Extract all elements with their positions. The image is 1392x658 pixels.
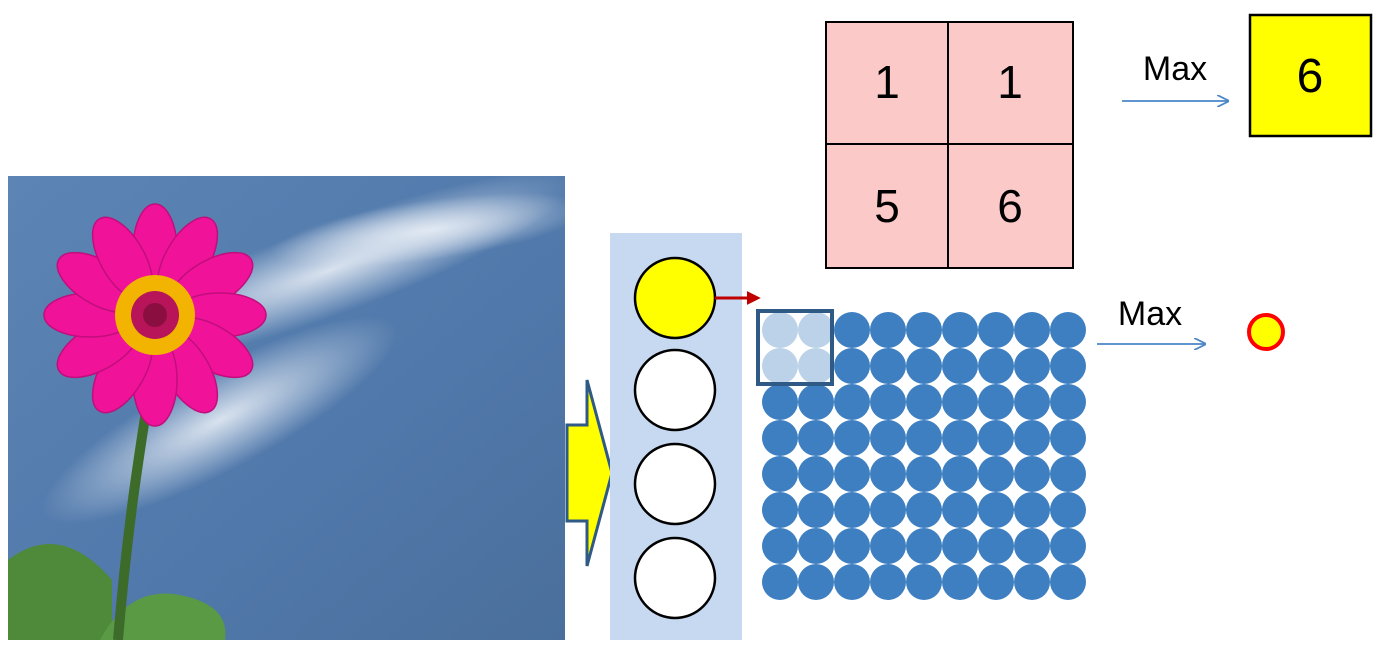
feature-map-dot — [1050, 384, 1086, 420]
feature-map-dot — [1014, 384, 1050, 420]
grid-cell — [825, 143, 949, 269]
feature-map-dot — [762, 456, 798, 492]
grid-value: 1 — [874, 56, 900, 108]
feature-map-dot — [870, 564, 906, 600]
feature-map-dot — [906, 492, 942, 528]
pooled-output-dot — [1247, 313, 1285, 351]
feature-map-dot — [834, 564, 870, 600]
feature-map-dot — [942, 456, 978, 492]
feature-map — [762, 312, 1086, 600]
feature-map-dot — [762, 420, 798, 456]
grid-value: 5 — [874, 180, 900, 232]
feature-map-dot — [942, 492, 978, 528]
feature-map-dot — [834, 420, 870, 456]
feature-map-dot — [798, 420, 834, 456]
feature-map-dot — [834, 528, 870, 564]
feature-map-dot — [798, 528, 834, 564]
grid-cell — [947, 21, 1074, 145]
feature-map-dot — [942, 564, 978, 600]
feature-map-dot — [906, 348, 942, 384]
feature-map-dot — [942, 312, 978, 348]
feature-map-dot — [1050, 492, 1086, 528]
pooling-window — [756, 309, 834, 386]
feature-map-dot — [1014, 312, 1050, 348]
feature-map-dot — [942, 420, 978, 456]
feature-map-dot — [834, 384, 870, 420]
feature-map-dot — [762, 564, 798, 600]
feature-map-dot — [1050, 528, 1086, 564]
feature-map-dot — [834, 456, 870, 492]
max-label-top: Max — [1143, 50, 1207, 88]
feature-map-dot — [762, 528, 798, 564]
feature-map-dot — [1014, 348, 1050, 384]
pooling-grid: 1 1 5 6 — [825, 21, 1074, 269]
feature-map-dot — [1050, 420, 1086, 456]
feature-map-dot — [798, 384, 834, 420]
feature-map-dot — [798, 492, 834, 528]
feature-map-dot — [906, 384, 942, 420]
feature-map-dot — [870, 528, 906, 564]
feature-map-dot — [1014, 456, 1050, 492]
max-result-box — [1248, 13, 1373, 138]
feature-map-dot — [978, 384, 1014, 420]
neuron-active — [633, 256, 717, 340]
feature-map-dot — [870, 384, 906, 420]
max-label-map: Max — [1118, 295, 1182, 333]
feature-map-dot — [870, 312, 906, 348]
feature-map-dot — [798, 456, 834, 492]
neuron — [633, 348, 717, 432]
feature-map-dot — [870, 492, 906, 528]
feature-map-dot — [762, 492, 798, 528]
feature-map-dot — [978, 492, 1014, 528]
feature-map-dot — [978, 528, 1014, 564]
feature-map-dot — [942, 348, 978, 384]
feature-map-dot — [978, 348, 1014, 384]
grid-value: 1 — [997, 56, 1023, 108]
feature-map-dot — [1014, 528, 1050, 564]
feature-map-dot — [1014, 492, 1050, 528]
feature-map-dot — [1014, 420, 1050, 456]
feature-map-dot — [906, 420, 942, 456]
feature-map-dot — [906, 456, 942, 492]
feature-map-dot — [870, 348, 906, 384]
feature-map-dot — [870, 456, 906, 492]
feature-map-dot — [906, 528, 942, 564]
feature-map-dot — [834, 312, 870, 348]
feature-map-dot — [942, 384, 978, 420]
feature-map-dot — [1014, 564, 1050, 600]
feature-map-dot — [978, 312, 1014, 348]
feature-map-dot — [978, 564, 1014, 600]
feature-map-dot — [942, 528, 978, 564]
feature-map-dot — [834, 492, 870, 528]
feature-map-dot — [798, 564, 834, 600]
feature-map-dot — [906, 312, 942, 348]
max-result-value: 6 — [1297, 50, 1324, 103]
feature-map-dot — [762, 384, 798, 420]
feature-map-dot — [870, 420, 906, 456]
feature-map-dot — [906, 564, 942, 600]
feature-map-dot — [1050, 312, 1086, 348]
feature-map-dot — [834, 348, 870, 384]
neuron — [633, 442, 717, 526]
block-arrow-right-icon — [565, 379, 614, 567]
feature-map-dot — [1050, 348, 1086, 384]
feature-map-dot — [1050, 564, 1086, 600]
feature-map-dot — [1050, 456, 1086, 492]
grid-value: 6 — [997, 180, 1023, 232]
flower-photo-icon — [8, 176, 565, 640]
grid-cell — [947, 143, 1074, 269]
feature-map-dot — [978, 420, 1014, 456]
neuron — [633, 536, 717, 620]
feature-map-dot — [978, 456, 1014, 492]
